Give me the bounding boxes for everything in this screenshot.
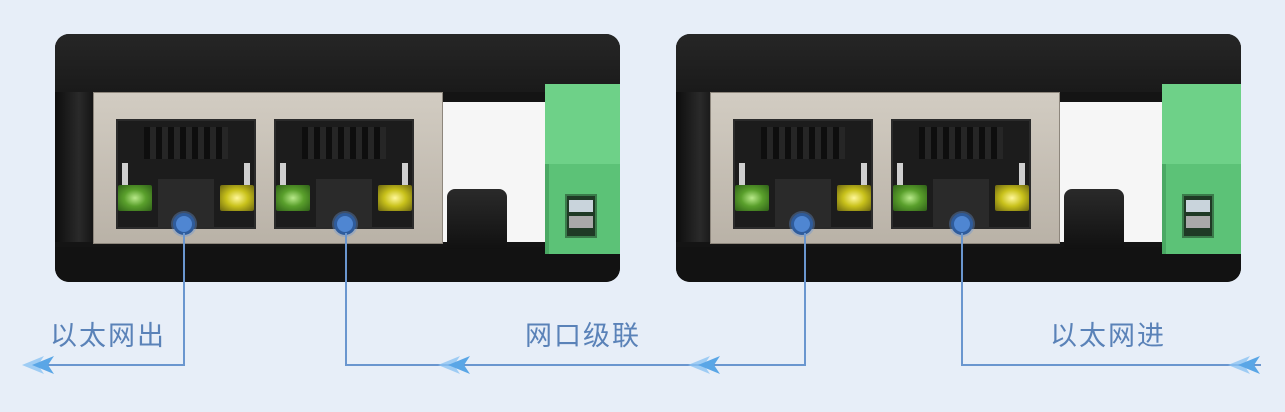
device-side (676, 92, 716, 242)
arrow-left-icon (1228, 356, 1260, 374)
line-in-horizontal (961, 364, 1261, 366)
rj45-port-2 (891, 119, 1031, 229)
dual-rj45-jack (93, 92, 443, 244)
label-ethernet-out: 以太网出 (50, 321, 166, 352)
device-bottom-panel (676, 247, 1241, 282)
device-side (55, 92, 95, 242)
device-bottom-panel (55, 247, 620, 282)
line-cascade-right-vertical (804, 233, 806, 366)
device-right (676, 34, 1241, 282)
arrow-left-icon (688, 356, 720, 374)
activity-led-yellow (837, 185, 871, 211)
rj45-port-1 (733, 119, 873, 229)
line-in-vertical (961, 233, 963, 366)
rj45-port-2 (274, 119, 414, 229)
label-port-cascade: 网口级联 (525, 321, 641, 352)
screw-terminal (1182, 194, 1214, 238)
capacitor (447, 189, 507, 249)
line-out-vertical (183, 233, 185, 366)
green-terminal-block (1162, 84, 1241, 254)
line-cascade-horizontal (345, 364, 806, 366)
capacitor (1064, 189, 1124, 249)
device-top-panel (55, 34, 620, 92)
arrow-left-icon (438, 356, 470, 374)
link-led-green (893, 185, 927, 211)
line-cascade-left-vertical (345, 233, 347, 366)
device-top-panel (676, 34, 1241, 92)
port-marker-right-2 (951, 213, 973, 235)
label-ethernet-in: 以太网进 (1050, 321, 1166, 352)
activity-led-yellow (995, 185, 1029, 211)
arrow-left-icon (22, 356, 54, 374)
link-led-green (276, 185, 310, 211)
activity-led-yellow (220, 185, 254, 211)
dual-rj45-jack (710, 92, 1060, 244)
link-led-green (118, 185, 152, 211)
green-terminal-block (545, 84, 620, 254)
port-marker-right-1 (791, 213, 813, 235)
activity-led-yellow (378, 185, 412, 211)
port-marker-left-2 (334, 213, 356, 235)
line-out-horizontal (40, 364, 185, 366)
port-marker-left-1 (173, 213, 195, 235)
rj45-port-1 (116, 119, 256, 229)
screw-terminal (565, 194, 597, 238)
device-left (55, 34, 620, 282)
link-led-green (735, 185, 769, 211)
